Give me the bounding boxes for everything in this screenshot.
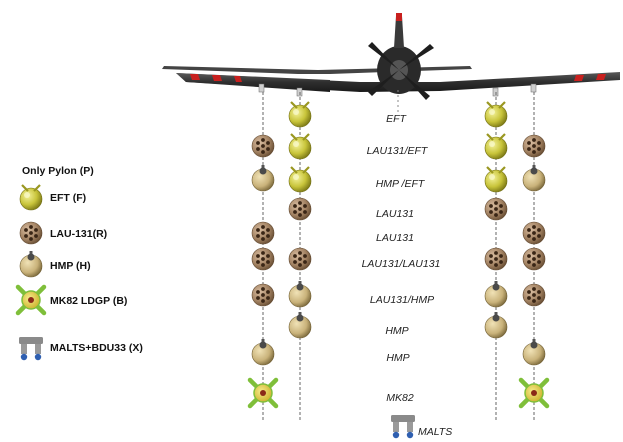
eft-store — [288, 133, 312, 160]
tail-tip — [396, 13, 402, 21]
mk82-icon — [15, 284, 47, 316]
legend-item: MALTS+BDU33 (X) — [19, 337, 143, 361]
legend-label: EFT (F) — [50, 192, 86, 204]
lau-store — [522, 134, 546, 158]
legend-label: MK82 LDGP (B) — [50, 295, 127, 307]
config-row: HMP /EFT — [251, 165, 546, 193]
config-label: MK82 — [386, 392, 414, 404]
hmp-icon — [19, 251, 43, 278]
lau-store — [251, 283, 275, 307]
legend-label: MALTS+BDU33 (X) — [50, 342, 143, 354]
config-label: LAU131 — [376, 208, 414, 220]
config-row: LAU131/HMP — [251, 281, 546, 308]
config-label: LAU131/HMP — [370, 294, 434, 306]
config-label: HMP /EFT — [376, 178, 426, 190]
hmp-store — [484, 312, 508, 339]
lau-store — [484, 197, 508, 221]
legend-item: MK82 LDGP (B) — [15, 284, 127, 316]
eft-store — [288, 101, 312, 128]
hmp-store — [288, 281, 312, 308]
lau-store — [251, 221, 275, 245]
eft-store — [288, 166, 312, 193]
lau-store — [288, 247, 312, 271]
lau-store — [288, 197, 312, 221]
eft-store — [484, 101, 508, 128]
eft-store — [484, 166, 508, 193]
horizontal-stabilizer — [162, 66, 472, 74]
legend-title: Only Pylon (P) — [22, 165, 94, 177]
config-label: HMP — [385, 325, 408, 337]
config-label: LAU131/EFT — [367, 145, 429, 157]
legend-label: LAU-131(R) — [50, 228, 107, 240]
config-row: LAU131/LAU131 — [251, 247, 546, 271]
legend: Only Pylon (P) EFT (F) LAU-131(R) HMP (H) M… — [15, 165, 143, 361]
hmp-store — [251, 165, 275, 192]
hmp-store — [251, 339, 275, 366]
propeller — [368, 42, 434, 100]
main-wing-left — [176, 73, 330, 92]
config-row: HMP — [251, 339, 546, 366]
config-label: LAU131 — [376, 232, 414, 244]
hmp-store — [484, 281, 508, 308]
wingtip-stripes — [190, 74, 606, 82]
config-label: EFT — [386, 113, 407, 125]
config-label: LAU131/LAU131 — [362, 258, 441, 270]
hmp-store — [522, 339, 546, 366]
config-label: MALTS — [418, 426, 452, 438]
lau-store — [522, 221, 546, 245]
config-row: HMP — [288, 312, 508, 339]
legend-item: LAU-131(R) — [19, 221, 107, 245]
mk82-store — [247, 377, 279, 409]
config-row: LAU131/EFT — [251, 133, 546, 160]
malts-icon — [19, 337, 43, 361]
config-row: LAU131 — [251, 221, 546, 245]
legend-label: HMP (H) — [50, 260, 91, 272]
config-row: EFT — [288, 101, 508, 128]
lau-store — [484, 247, 508, 271]
malts-store — [391, 415, 415, 439]
hmp-store — [522, 165, 546, 192]
vertical-tail — [394, 16, 404, 48]
eft-store — [484, 133, 508, 160]
config-row: MK82 — [247, 377, 550, 409]
legend-item: HMP (H) — [19, 251, 91, 278]
aircraft-front-view — [162, 13, 620, 100]
legend-item: EFT (F) — [19, 184, 86, 211]
lau-store — [251, 134, 275, 158]
hmp-store — [288, 312, 312, 339]
config-row: MALTS — [391, 415, 452, 439]
lau-store — [522, 283, 546, 307]
lau-store — [251, 247, 275, 271]
config-row: LAU131 — [288, 197, 508, 221]
lau-icon — [19, 221, 43, 245]
lau-store — [522, 247, 546, 271]
eft-icon — [19, 184, 43, 211]
mk82-store — [518, 377, 550, 409]
config-label: HMP — [386, 352, 409, 364]
